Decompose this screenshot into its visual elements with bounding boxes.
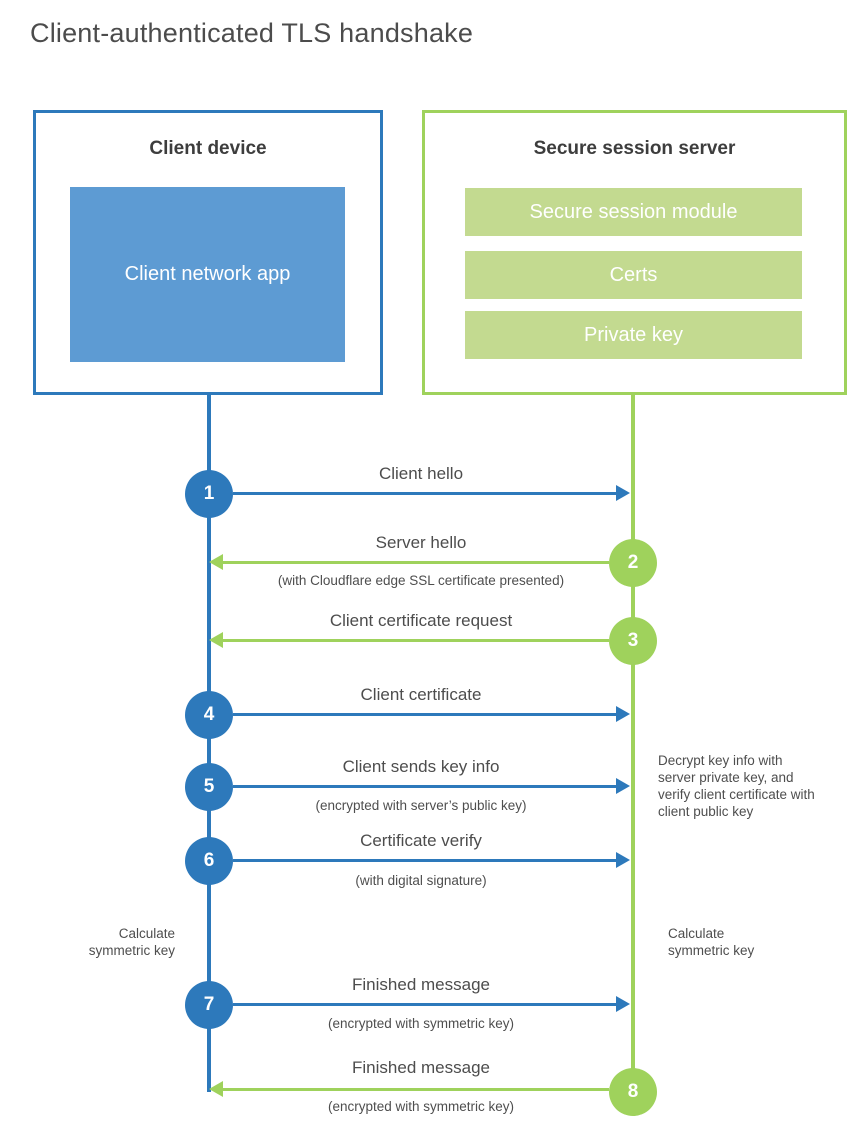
step-4-label: Client certificate: [360, 685, 482, 704]
step-number: 7: [203, 994, 215, 1015]
step-8-circle: 8: [609, 1068, 657, 1116]
step-5-arrow-right-icon: [233, 778, 630, 794]
step-8-subtext: (encrypted with symmetric key): [327, 1099, 515, 1114]
step-7-subtext: (encrypted with symmetric key): [327, 1016, 515, 1031]
step-2-subtext: (with Cloudflare edge SSL certificate pr…: [277, 573, 565, 588]
step-2-label: Server hello: [375, 533, 467, 552]
step-8-arrow-left-icon: [209, 1081, 609, 1097]
server-lifeline: [631, 395, 635, 1094]
step-number: 5: [203, 776, 215, 797]
step-2-arrow-left-icon: [209, 554, 609, 570]
step-4-arrow-right-icon: [233, 706, 630, 722]
step-number: 3: [627, 630, 639, 651]
server-module-label: Private key: [584, 323, 683, 346]
step-5-subtext: (encrypted with server’s public key): [315, 798, 527, 813]
step-1-label: Client hello: [378, 464, 464, 483]
client-lifeline: [207, 395, 211, 1092]
step-1-circle: 1: [185, 470, 233, 518]
step-number: 1: [203, 483, 215, 504]
step-4-circle: 4: [185, 691, 233, 739]
server-module-label: Secure session module: [529, 200, 738, 223]
step-number: 4: [203, 704, 215, 725]
step-7-circle: 7: [185, 981, 233, 1029]
step-number: 6: [203, 850, 215, 871]
step-5-circle: 5: [185, 763, 233, 811]
client-device-box: Client device Client network app: [33, 110, 383, 395]
server-module-label: Certs: [609, 263, 658, 286]
step-number: 2: [627, 552, 639, 573]
step-3-label: Client certificate request: [329, 611, 513, 630]
step-6-label: Certificate verify: [360, 831, 482, 850]
step-6-circle: 6: [185, 837, 233, 885]
page-title: Client-authenticated TLS handshake: [30, 18, 474, 48]
step-6-arrow-right-icon: [233, 852, 630, 868]
calculate-symmetric-key-note-server: Calculate symmetric key: [668, 926, 755, 958]
step-1-arrow-right-icon: [233, 485, 630, 501]
secure-session-server-title: Secure session server: [533, 138, 736, 159]
step-6-subtext: (with digital signature): [355, 873, 487, 888]
step-7-label: Finished message: [352, 975, 490, 994]
step-7-arrow-right-icon: [233, 996, 630, 1012]
client-network-app-box: Client network app: [70, 187, 345, 362]
step-8-label: Finished message: [352, 1058, 490, 1077]
server-module-certs: Certs: [465, 251, 802, 299]
server-module-secure-session: Secure session module: [465, 188, 802, 236]
step-3-arrow-left-icon: [209, 632, 609, 648]
server-module-private-key: Private key: [465, 311, 802, 359]
step-2-circle: 2: [609, 539, 657, 587]
client-network-app-label: Client network app: [124, 263, 291, 285]
step-5-label: Client sends key info: [342, 757, 500, 776]
decrypt-note: Decrypt key info with server private key…: [658, 753, 815, 819]
step-3-circle: 3: [609, 617, 657, 665]
client-device-title: Client device: [149, 138, 267, 159]
secure-session-server-box: Secure session server Secure session mod…: [422, 110, 847, 395]
calculate-symmetric-key-note-client: Calculate symmetric key: [88, 926, 175, 958]
step-number: 8: [627, 1081, 639, 1102]
